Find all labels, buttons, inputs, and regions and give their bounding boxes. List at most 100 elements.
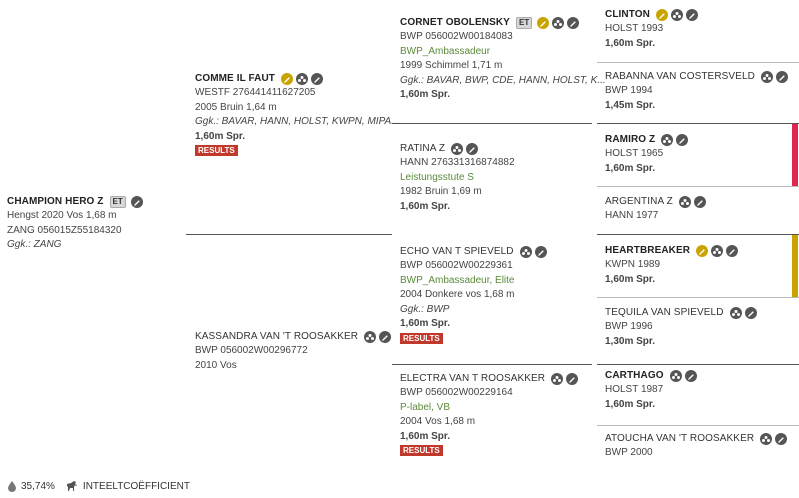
results-button[interactable]: RESULTS <box>195 145 238 156</box>
g2-card: RABANNA VAN COSTERSVELD BWP 1994 1,45m S… <box>605 70 788 113</box>
edit-icon[interactable] <box>744 307 757 319</box>
sd-info-2: 1982 Bruin 1,69 m <box>400 186 482 197</box>
results-button[interactable]: RESULTS <box>400 332 443 344</box>
group-icon[interactable] <box>711 245 724 257</box>
edit-icon[interactable] <box>566 373 579 385</box>
group-icon[interactable] <box>451 143 464 155</box>
group-icon[interactable] <box>519 246 532 258</box>
dd-card: ELECTRA VAN T ROOSAKKER BWP 056002W00229… <box>400 372 579 456</box>
sire-spr: 1,60m Spr. <box>195 130 246 142</box>
edit-icon[interactable] <box>775 433 788 445</box>
group-icon[interactable] <box>661 134 674 146</box>
edit-icon[interactable] <box>775 71 788 83</box>
medal-icon[interactable] <box>655 9 668 21</box>
group-icon[interactable] <box>670 9 683 21</box>
g1-info: HOLST 1993 <box>605 23 664 34</box>
g3-info: HOLST 1965 <box>605 148 664 159</box>
g3-card: RAMIRO Z HOLST 1965 1,60m Spr. <box>605 133 689 176</box>
sd-info-1: HANN 276331316874882 <box>400 157 515 168</box>
edit-icon[interactable] <box>676 134 689 146</box>
g7-spr: 1,60m Spr. <box>605 398 656 410</box>
group-icon[interactable] <box>364 331 377 343</box>
edit-icon[interactable] <box>130 196 143 208</box>
ss-ggk: Ggk.: BAVAR, BWP, CDE, HANN, HOLST, K... <box>400 74 606 86</box>
dd-predicate: P-label, VB <box>400 401 451 413</box>
group-icon[interactable] <box>551 373 564 385</box>
ss-predicate: BWP_Ambassadeur <box>400 45 491 57</box>
g3-name[interactable]: RAMIRO Z <box>605 134 656 145</box>
group-icon[interactable] <box>729 307 742 319</box>
g1-name[interactable]: CLINTON <box>605 9 650 20</box>
edit-icon[interactable] <box>567 17 580 29</box>
g6-name[interactable]: TEQUILA VAN SPIEVELD <box>605 307 724 318</box>
edit-icon[interactable] <box>693 196 706 208</box>
group-icon[interactable] <box>296 73 309 85</box>
subject-info-2: ZANG 056015Z55184320 <box>7 224 122 236</box>
tree-line-g67 <box>597 364 799 365</box>
medal-icon[interactable] <box>537 17 550 29</box>
g1-spr: 1,60m Spr. <box>605 37 656 49</box>
results-button[interactable]: RESULTS <box>400 445 443 456</box>
group-icon[interactable] <box>552 17 565 29</box>
g6-info: BWP 1996 <box>605 321 653 332</box>
ss-info-1: BWP 056002W00184083 <box>400 31 513 42</box>
g8-info: BWP 2000 <box>605 447 653 458</box>
edit-icon[interactable] <box>379 331 392 343</box>
et-badge: ET <box>515 17 533 29</box>
g2-info: BWP 1994 <box>605 85 653 96</box>
sire-info-1: WESTF 276441411627205 <box>195 87 316 98</box>
g4-name[interactable]: ARGENTINA Z <box>605 196 673 207</box>
inbreeding-label: INTEELTCOËFFICIENT <box>82 480 190 492</box>
g5-spr: 1,60m Spr. <box>605 273 656 285</box>
g2-spr: 1,45m Spr. <box>605 99 656 111</box>
subject-ggk: Ggk.: ZANG <box>7 239 62 250</box>
dam-name[interactable]: KASSANDRA VAN 'T ROOSAKKER <box>195 331 359 342</box>
group-icon[interactable] <box>760 71 773 83</box>
g7-card: CARTHAGO HOLST 1987 1,60m Spr. <box>605 369 697 412</box>
g1-card: CLINTON HOLST 1993 1,60m Spr. <box>605 8 698 51</box>
sire-name[interactable]: COMME IL FAUT <box>195 73 276 84</box>
g5-info: KWPN 1989 <box>605 259 661 270</box>
tree-line-dam <box>392 364 592 365</box>
edit-icon[interactable] <box>534 246 547 258</box>
sd-spr: 1,60m Spr. <box>400 200 451 212</box>
group-icon[interactable] <box>760 433 773 445</box>
dam-info-1: BWP 056002W00296772 <box>195 345 308 356</box>
ss-info-2: 1999 Schimmel 1,71 m <box>400 60 503 71</box>
ss-name[interactable]: CORNET OBOLENSKY <box>400 17 510 28</box>
dam-info-2: 2010 Vos <box>195 359 237 371</box>
edit-icon[interactable] <box>685 9 698 21</box>
g5-name[interactable]: HEARTBREAKER <box>605 245 691 256</box>
g7-name[interactable]: CARTHAGO <box>605 370 664 381</box>
sd-name[interactable]: RATINA Z <box>400 143 446 154</box>
subject-name[interactable]: CHAMPION HERO Z <box>7 196 104 207</box>
medal-icon[interactable] <box>281 73 294 85</box>
ramiro-highlight-bar <box>792 124 798 186</box>
tree-line-sire <box>392 123 592 124</box>
g2-name[interactable]: RABANNA VAN COSTERSVELD <box>605 71 755 82</box>
medal-icon[interactable] <box>696 245 709 257</box>
g5-card: HEARTBREAKER KWPN 1989 1,60m Spr. <box>605 244 739 287</box>
group-icon[interactable] <box>678 196 691 208</box>
ds-info-1: BWP 056002W00229361 <box>400 260 513 271</box>
et-badge: ET <box>109 196 126 208</box>
g7-info: HOLST 1987 <box>605 384 664 395</box>
ds-name[interactable]: ECHO VAN T SPIEVELD <box>400 246 514 257</box>
edit-icon[interactable] <box>311 73 324 85</box>
tree-line-g56 <box>597 297 799 298</box>
tree-line-g78 <box>597 425 799 426</box>
edit-icon[interactable] <box>466 143 479 155</box>
edit-icon[interactable] <box>684 370 697 382</box>
ds-spr: 1,60m Spr. <box>400 318 451 329</box>
dd-name[interactable]: ELECTRA VAN T ROOSAKKER <box>400 373 546 384</box>
g4-card: ARGENTINA Z HANN 1977 <box>605 195 706 224</box>
edit-icon[interactable] <box>726 245 739 257</box>
tree-line-g12 <box>597 62 799 63</box>
inbreeding-percent: 35,74% <box>21 480 55 492</box>
tree-line-g45 <box>597 234 799 235</box>
tree-line-g23 <box>597 123 799 124</box>
g8-name[interactable]: ATOUCHA VAN 'T ROOSAKKER <box>605 433 755 444</box>
group-icon[interactable] <box>669 370 682 382</box>
dd-info-2: 2004 Vos 1,68 m <box>400 416 476 427</box>
